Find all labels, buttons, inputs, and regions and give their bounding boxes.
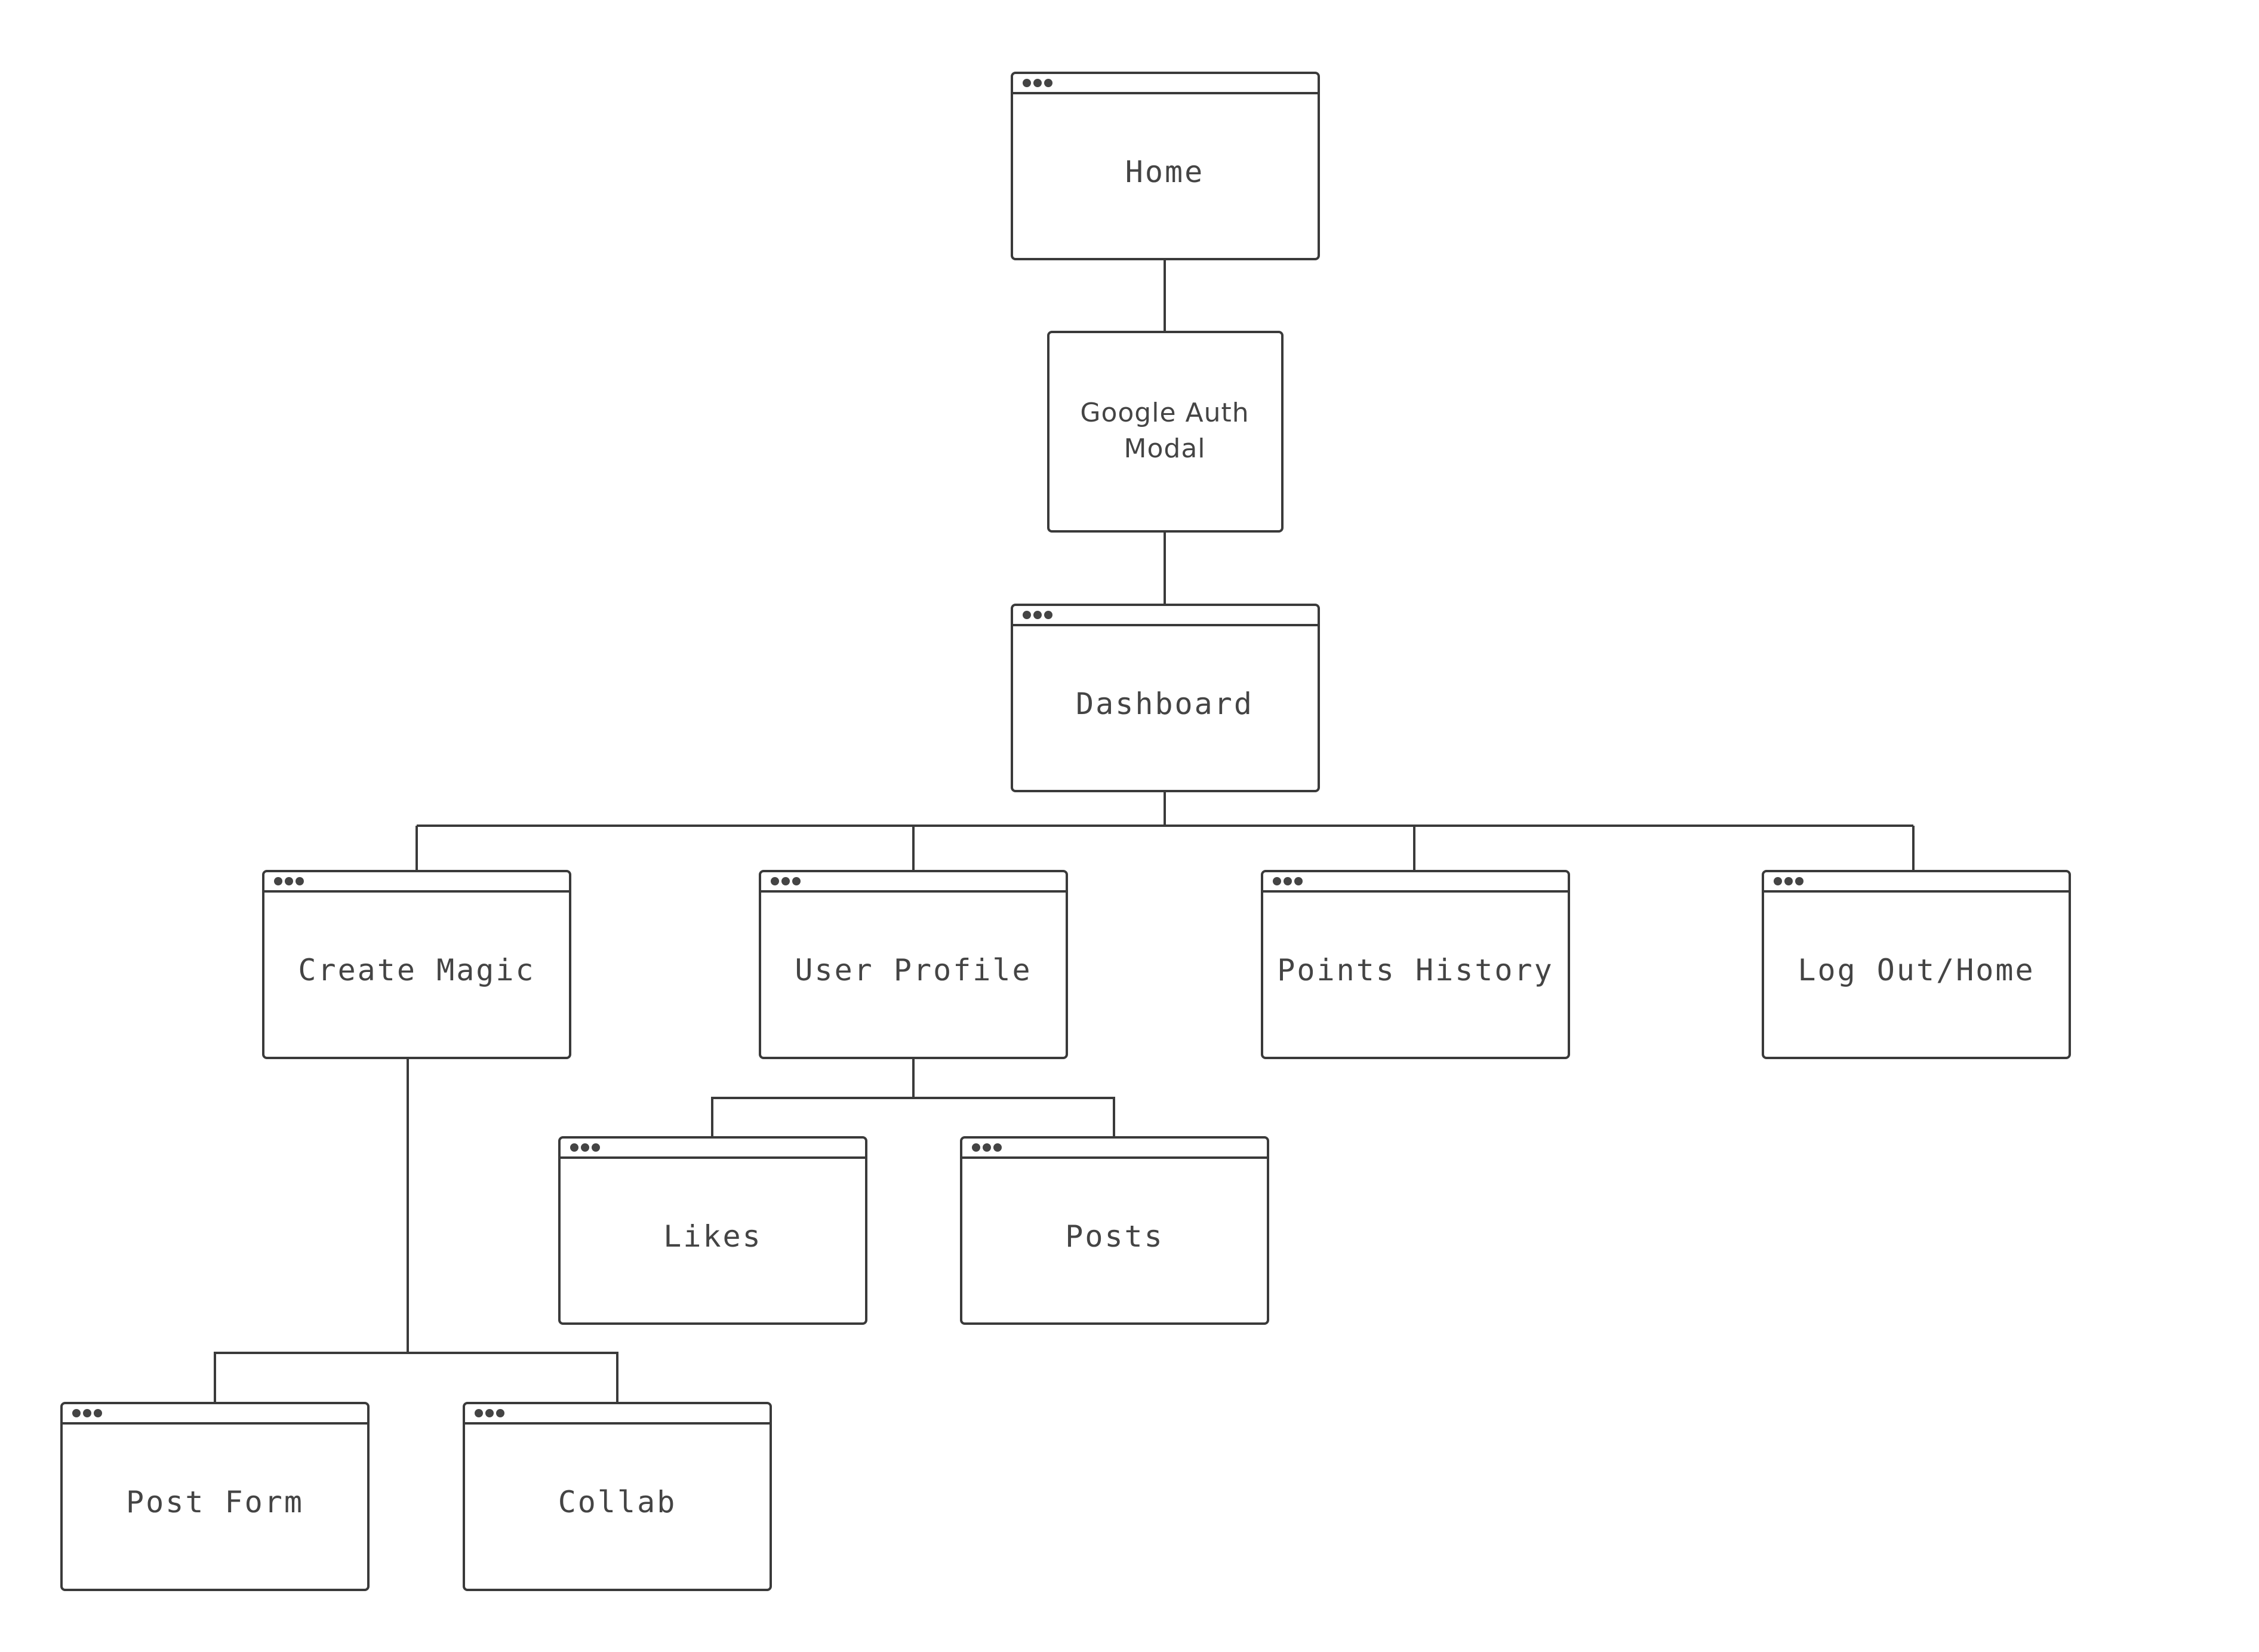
node-label-points-history: Points History: [1277, 953, 1553, 987]
window-dots-icon: [274, 877, 304, 885]
node-collab: Collab: [463, 1402, 772, 1591]
node-frame: [1011, 72, 1320, 260]
window-dots-icon: [72, 1409, 102, 1417]
node-posts: Posts: [960, 1136, 1269, 1325]
node-label-log-out-home: Log Out/Home: [1798, 953, 2035, 987]
node-label-posts: Posts: [1065, 1219, 1164, 1254]
node-user-profile: User Profile: [759, 870, 1068, 1059]
node-log-out-home: Log Out/Home: [1762, 870, 2071, 1059]
node-frame: [960, 1136, 1269, 1325]
window-dots-icon: [1273, 877, 1303, 885]
node-label-user-profile: User Profile: [795, 953, 1032, 987]
node-label-google-auth-line2: Modal: [1124, 433, 1206, 464]
node-frame: [463, 1402, 772, 1591]
node-label-create-magic: Create Magic: [298, 953, 535, 987]
connectors: [214, 259, 1915, 1403]
node-frame: [1047, 331, 1284, 533]
window-dots-icon: [771, 877, 801, 885]
node-frame: [1261, 870, 1570, 1059]
connector-profile-children: [711, 1097, 1115, 1137]
node-label-google-auth-line1: Google Auth: [1080, 398, 1249, 428]
node-label-home: Home: [1125, 155, 1204, 189]
node-google-auth-modal: Google Auth Modal: [1047, 331, 1284, 533]
window-dots-icon: [475, 1409, 504, 1417]
node-frame: [759, 870, 1068, 1059]
node-label-post-form: Post Form: [126, 1485, 304, 1519]
node-dashboard: Dashboard: [1011, 604, 1320, 792]
node-post-form: Post Form: [60, 1402, 370, 1591]
connector-create-magic-children: [214, 1352, 618, 1403]
node-label-collab: Collab: [558, 1485, 677, 1519]
node-home: Home: [1011, 72, 1320, 260]
window-dots-icon: [972, 1143, 1002, 1152]
node-frame: [1011, 604, 1320, 792]
window-dots-icon: [1023, 611, 1052, 619]
node-create-magic: Create Magic: [262, 870, 571, 1059]
node-frame: [60, 1402, 370, 1591]
node-likes: Likes: [558, 1136, 867, 1325]
node-frame: [262, 870, 571, 1059]
node-frame: [558, 1136, 867, 1325]
node-frame: [1762, 870, 2071, 1059]
node-label-dashboard: Dashboard: [1076, 687, 1254, 721]
window-dots-icon: [1774, 877, 1803, 885]
window-dots-icon: [1023, 79, 1052, 87]
node-points-history: Points History: [1261, 870, 1570, 1059]
window-dots-icon: [570, 1143, 600, 1152]
node-label-likes: Likes: [663, 1219, 762, 1254]
